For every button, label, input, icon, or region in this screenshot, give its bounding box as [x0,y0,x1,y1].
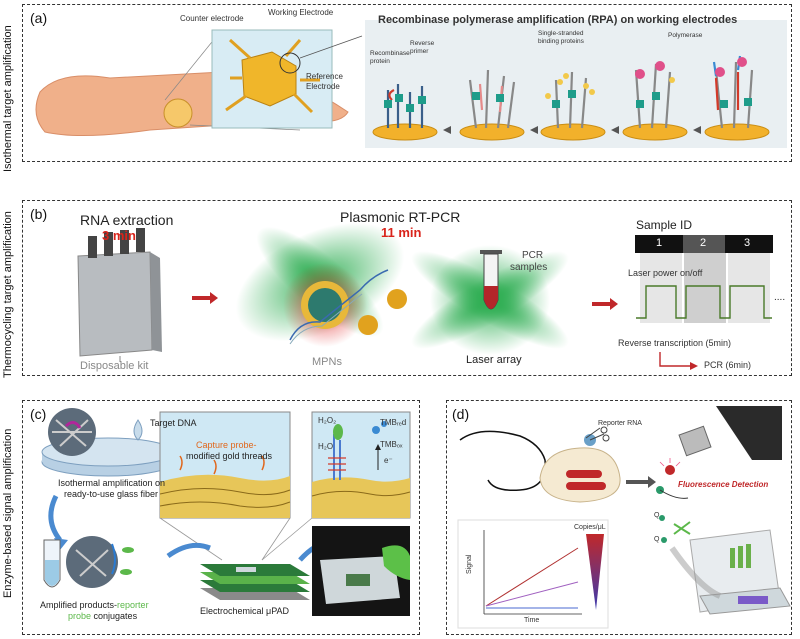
polymerase-label: Polymerase [668,32,703,39]
reference-electrode-label-1: Reference [306,72,343,81]
target-dna-label: Target DNA [150,418,197,428]
panel-d [446,400,792,635]
panel-d-label: (d) [452,406,470,422]
recombinase-label-2: protein [370,58,390,65]
sample-number-3: 3 [744,237,751,249]
panel-a-label: (a) [30,10,48,26]
electron-label: e⁻ [384,456,393,465]
rpa-title: Recombinase polymerase amplification (RP… [378,14,738,26]
pcr-samples-label-1: PCR [522,250,544,261]
ellipsis: .... [774,292,786,303]
capture-probe-label: Capture probe- [196,440,257,450]
ssb-label-2: binding proteins [538,38,584,45]
fluorescence-label: Fluorescence Detection [678,480,769,489]
panel-a [22,4,792,162]
panel-b [22,200,792,376]
copies-label: Copies/μL [574,524,606,531]
reference-electrode-label-2: Electrode [306,82,340,91]
iso-amp-label-1: Isothermal amplification on [58,478,166,488]
sample-number-2: 2 [700,237,707,249]
reporter-rna-label: Reporter RNA [598,420,642,427]
amplified-label-3: probe [68,611,92,621]
mpns-label: MPNs [312,356,342,368]
recombinase-label-1: Recombinase [370,50,410,57]
reverse-primer-label-2: primer [410,48,429,55]
amplified-label: Amplified products-reporter [40,600,149,610]
ssb-label-1: Single-stranded [538,30,584,37]
panel-b-label: (b) [30,206,48,222]
pcr-samples-label-2: samples [510,262,548,273]
reverse-transcription-label: Reverse transcription (5min) [618,338,732,348]
time-axis-label: Time [524,617,540,624]
plasmonic-title: Plasmonic RT-PCR [340,209,461,225]
tmb-red-label: TMBᵣₑd [380,418,407,427]
counter-electrode-label: Counter electrode [180,14,244,23]
pcr-time-label: PCR (6min) [704,360,752,370]
rna-extraction-time: 3 min [102,228,136,243]
h2o-label: H₂O [318,442,334,451]
laser-power-label: Laser power on/off [628,268,703,278]
panel-c-label: (c) [30,406,47,422]
amplified-label-line2: probe conjugates [68,611,137,621]
iso-amp-label-2: ready-to-use glass fiber [64,489,159,499]
reverse-primer-label-1: Reverse [410,40,435,47]
q-label-1: Q [654,512,660,519]
amplified-label-2: reporter [117,600,149,610]
h2o2-label: H₂O₂ [318,416,337,425]
rna-extraction-title: RNA extraction [80,212,174,228]
laser-array-label: Laser array [466,354,522,366]
panel-c [22,400,420,635]
working-electrode-label: Working Electrode [268,8,334,17]
q-label-2: Q [654,536,660,543]
signal-axis-label: Signal [466,554,473,574]
amplified-label-4: conjugates [91,611,138,621]
electrochemical-label: Electrochemical μPAD [200,606,290,616]
sample-id-label: Sample ID [636,218,693,232]
tmb-ox-label: TMBₒₓ [380,440,403,449]
gold-threads-label: modified gold threads [186,451,273,461]
plasmonic-time: 11 min [381,225,422,240]
sample-number-1: 1 [656,237,663,249]
disposable-kit-label: Disposable kit [80,360,149,372]
amplified-label-1: Amplified products- [40,600,118,610]
